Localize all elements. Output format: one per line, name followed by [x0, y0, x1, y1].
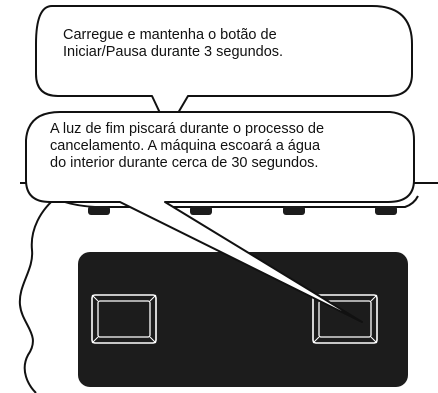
callout-line: A luz de fim piscará durante o processo …: [50, 121, 325, 137]
start-pause-button[interactable]: [91, 294, 157, 344]
callout-line: cancelamento. A máquina escoará a água: [50, 138, 321, 154]
callout-text-step-one: Carregue e mantenha o botão de Iniciar/P…: [63, 27, 383, 61]
callout-line: do interior durante cerca de 30 segundos…: [50, 155, 319, 171]
callout-text-step-two: A luz de fim piscará durante o processo …: [50, 121, 410, 172]
power-cord: [18, 195, 59, 393]
callout-bubble-step-two: [25, 111, 415, 323]
machine-feet: [88, 206, 397, 215]
control-panel: [78, 252, 408, 387]
callout-bubble-step-one: [35, 5, 413, 131]
callout-line: Iniciar/Pausa durante 3 segundos.: [63, 44, 284, 60]
callout-line: Carregue e mantenha o botão de: [63, 27, 277, 43]
